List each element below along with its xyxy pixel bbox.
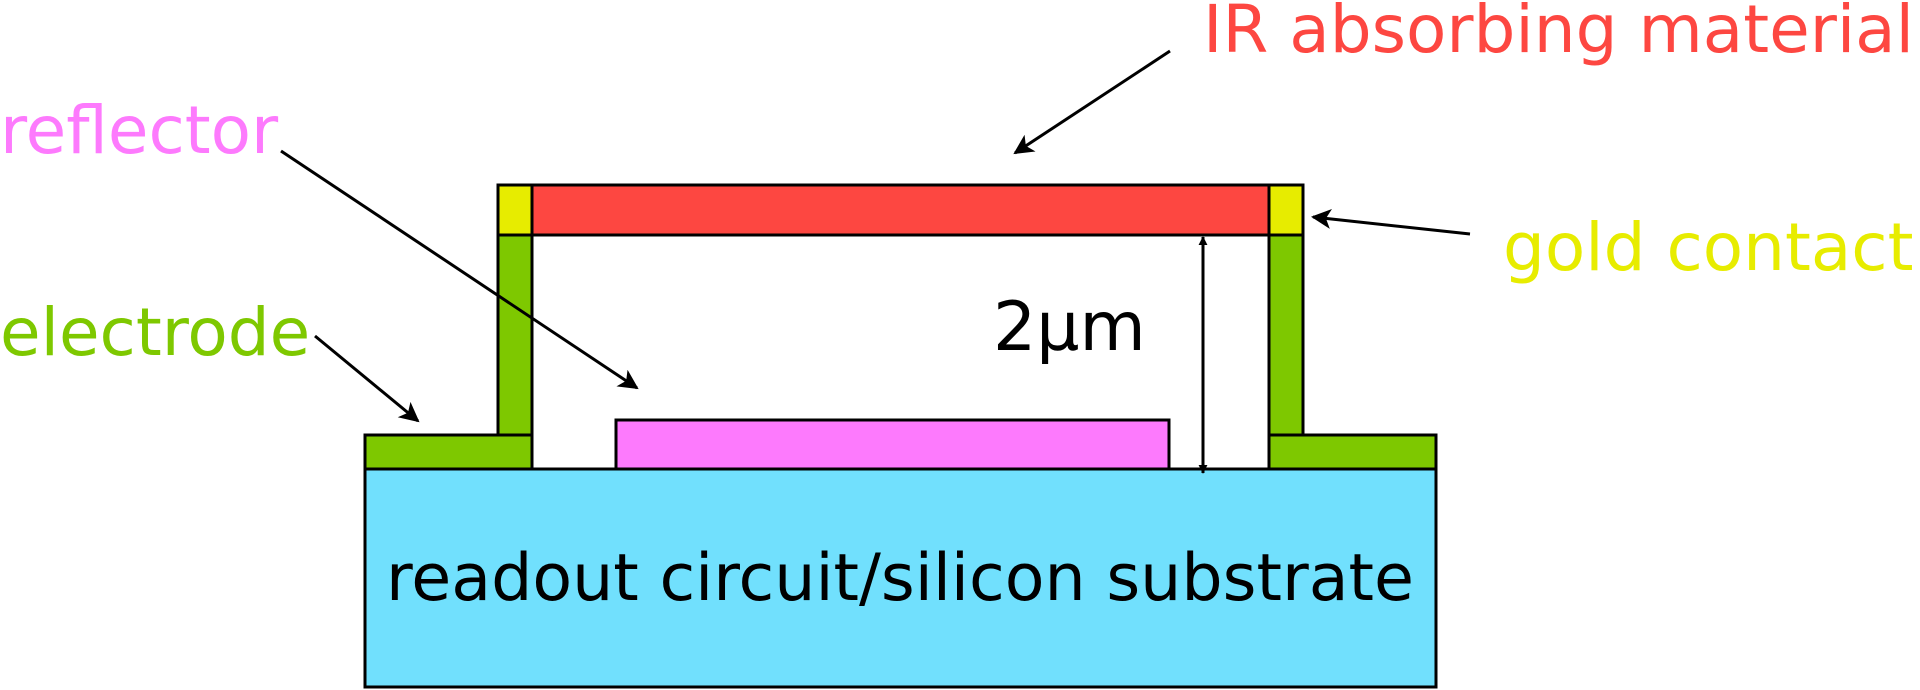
gold-contact-leader-arrow	[1311, 208, 1471, 236]
reflector-leader-arrow	[280, 149, 639, 390]
electrode-left-pad	[363, 433, 534, 471]
gold-contact-right	[1267, 183, 1305, 237]
electrode-leader-arrow	[314, 334, 420, 423]
substrate-block	[363, 467, 1438, 689]
electrode-right-pad	[1267, 433, 1438, 471]
reflector-layer	[614, 418, 1171, 471]
ir-absorbing-leader-arrow	[1013, 49, 1171, 155]
electrode-label: electrode	[0, 294, 310, 371]
gap-label: 2µm	[993, 288, 1146, 367]
ir-absorbing-membrane	[530, 183, 1271, 237]
gold-contact-label: gold contact	[1503, 209, 1913, 286]
ir-absorbing-label: IR absorbing material	[1203, 0, 1914, 68]
reflector-label: reflector	[0, 92, 279, 169]
gold-contact-left	[496, 183, 534, 237]
substrate-label: readout circuit/silicon substrate	[386, 541, 1414, 616]
electrode-right-leg	[1267, 233, 1305, 437]
electrode-left-leg	[496, 233, 534, 437]
